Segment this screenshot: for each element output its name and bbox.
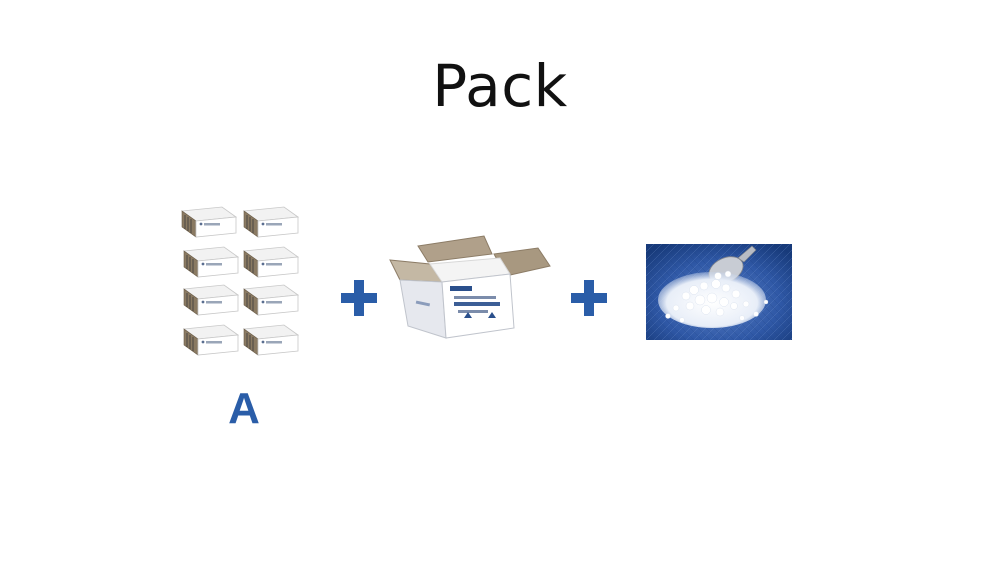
sample-box	[183, 324, 239, 356]
sample-box	[243, 284, 299, 316]
group-label: A	[228, 384, 260, 433]
sample-box	[243, 246, 299, 278]
slide-title: Pack	[432, 52, 568, 120]
dry-ice-icon	[646, 244, 792, 340]
sample-box	[183, 284, 239, 316]
insulated-shipper-icon	[388, 232, 556, 342]
sample-box-grid-icon	[178, 203, 302, 358]
plus-icon	[341, 280, 377, 316]
sample-box	[243, 324, 299, 356]
sample-box-grid-icon	[181, 206, 299, 356]
plus-icon	[571, 280, 607, 316]
sample-box	[183, 246, 239, 278]
sample-box	[243, 206, 299, 238]
sample-box	[181, 206, 237, 238]
